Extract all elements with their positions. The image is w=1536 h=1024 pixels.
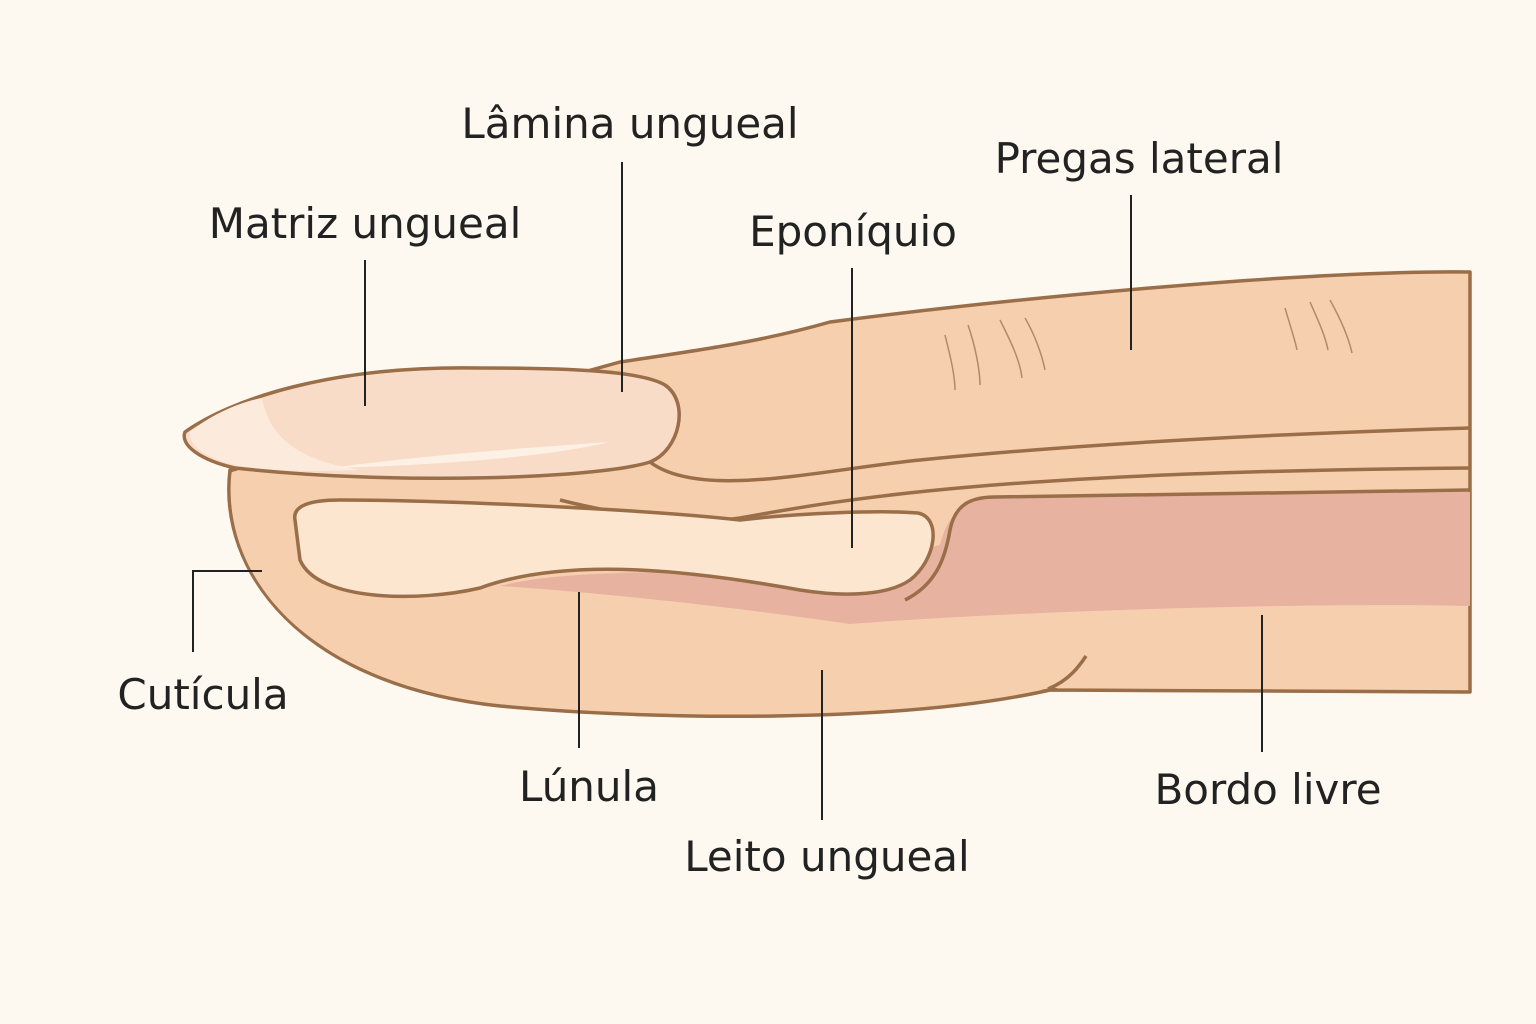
- label-bordo-livre: Bordo livre: [1154, 765, 1381, 814]
- label-eponiquio: Eponíquio: [749, 207, 957, 256]
- label-cuticula: Cutícula: [117, 670, 288, 719]
- label-pregas-lateral: Pregas lateral: [995, 134, 1284, 183]
- label-matriz-ungueal: Matriz ungueal: [209, 199, 522, 248]
- lunula: [293, 498, 935, 599]
- skin-creases: [944, 299, 1353, 391]
- nail-highlight: [330, 442, 608, 468]
- nail-bed: [500, 492, 1470, 624]
- leader-cuticula: [192, 570, 262, 652]
- label-lunula: Lúnula: [519, 762, 659, 811]
- nail-free-edge: [189, 398, 360, 471]
- label-lamina-ungueal: Lâmina ungueal: [461, 99, 798, 148]
- label-leito-ungueal: Leito ungueal: [684, 832, 969, 881]
